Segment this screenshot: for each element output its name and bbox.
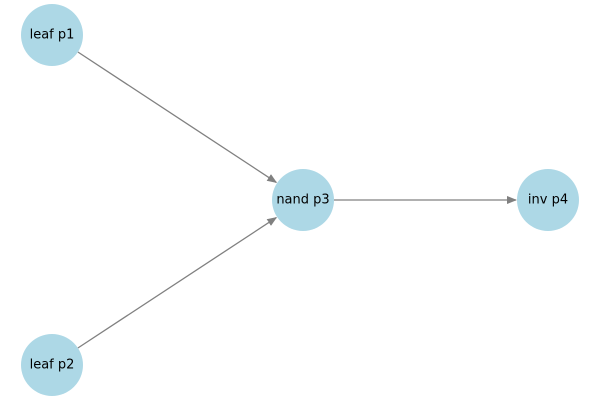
node-label-p3: nand p3 (276, 193, 329, 208)
edge-p2-p3 (77, 217, 278, 349)
node-circle-p3 (272, 169, 334, 231)
nodes: leaf p1 leaf p2 nand p3 inv p4 (21, 4, 579, 396)
node-label-p4: inv p4 (528, 193, 568, 208)
node-circle-p1 (21, 4, 83, 66)
node-p4: inv p4 (517, 169, 579, 231)
node-circle-p2 (21, 334, 83, 396)
node-p2: leaf p2 (21, 334, 83, 396)
edge-p1-p3 (77, 51, 278, 183)
node-label-p1: leaf p1 (30, 28, 75, 43)
node-circle-p4 (517, 169, 579, 231)
node-p1: leaf p1 (21, 4, 83, 66)
edges (77, 51, 517, 349)
node-p3: nand p3 (272, 169, 334, 231)
node-label-p2: leaf p2 (30, 358, 75, 373)
